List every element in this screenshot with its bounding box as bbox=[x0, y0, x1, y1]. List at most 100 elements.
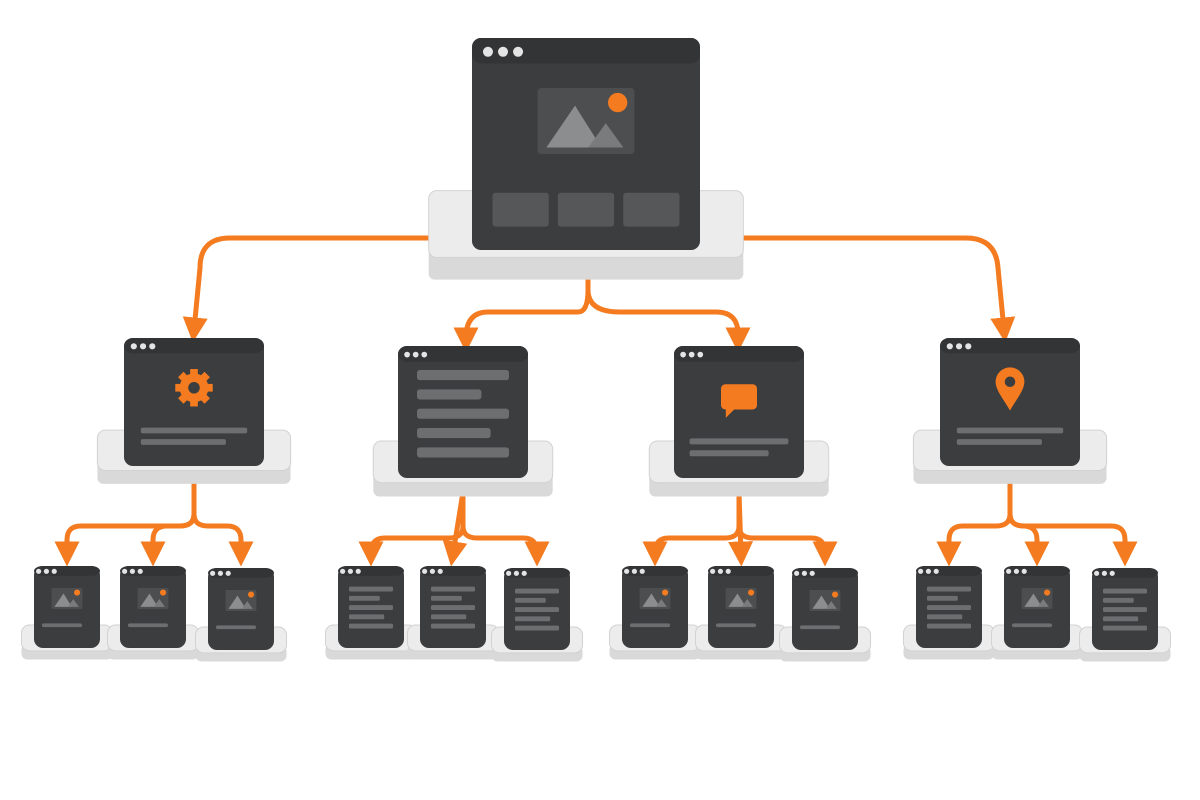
image-icon bbox=[725, 587, 757, 609]
window-dot bbox=[965, 343, 972, 350]
connector-branch-3-leaf-3 bbox=[736, 489, 838, 567]
leaf-node-4-2 bbox=[990, 566, 1084, 660]
window-dot bbox=[482, 46, 493, 57]
connector-branch-4-leaf-2 bbox=[1007, 477, 1050, 567]
window-dot bbox=[340, 568, 346, 574]
window-dot bbox=[639, 568, 645, 574]
leaf-node-1-1 bbox=[20, 566, 114, 660]
window-dot bbox=[688, 351, 695, 358]
text-lines-icon bbox=[431, 586, 475, 629]
leaf-node-3-3 bbox=[778, 568, 872, 662]
window-titlebar bbox=[472, 38, 700, 64]
leaf-node-4-1 bbox=[902, 566, 996, 660]
window-dot bbox=[347, 568, 354, 574]
window-dot bbox=[710, 568, 716, 574]
text-line bbox=[689, 438, 789, 445]
window-titlebar bbox=[420, 566, 486, 576]
window-titlebar bbox=[338, 566, 404, 576]
image-icon bbox=[537, 88, 635, 155]
text-lines-icon bbox=[515, 588, 559, 631]
window-dot bbox=[513, 570, 520, 576]
window-dot bbox=[794, 570, 800, 576]
window-titlebar bbox=[124, 338, 264, 354]
branch-node-2 bbox=[372, 346, 554, 497]
text-line bbox=[140, 427, 248, 434]
leaf-node-3-1 bbox=[608, 566, 702, 660]
text-line bbox=[41, 623, 83, 628]
window-titlebar bbox=[34, 566, 100, 576]
window-dot bbox=[217, 570, 224, 576]
connector-root-branch-1 bbox=[182, 235, 451, 343]
connector-branch-3-leaf-1 bbox=[642, 489, 742, 567]
window-titlebar bbox=[504, 568, 570, 578]
window-dot bbox=[139, 343, 147, 350]
window-titlebar bbox=[916, 566, 982, 576]
window-dot bbox=[521, 570, 527, 576]
window-frame bbox=[674, 346, 804, 478]
window-dot bbox=[355, 568, 361, 574]
window-titlebar bbox=[792, 568, 858, 578]
window-dot bbox=[933, 568, 939, 574]
window-dot bbox=[506, 570, 512, 576]
window-dot bbox=[513, 46, 524, 57]
gear-icon bbox=[175, 369, 213, 407]
window-dot bbox=[680, 351, 686, 358]
text-line bbox=[715, 623, 757, 628]
text-line bbox=[1011, 623, 1053, 628]
connector-layer bbox=[54, 235, 1138, 567]
window-dot bbox=[122, 568, 128, 574]
text-line bbox=[140, 439, 226, 445]
leaf-node-3-2 bbox=[694, 566, 788, 660]
window-titlebar bbox=[208, 568, 274, 578]
image-icon bbox=[137, 587, 169, 609]
leaf-node-2-3 bbox=[490, 568, 584, 662]
text-line bbox=[629, 623, 671, 628]
window-titlebar bbox=[674, 346, 804, 362]
root-page-node bbox=[428, 38, 744, 280]
window-dot bbox=[421, 351, 428, 358]
window-dot bbox=[1021, 568, 1027, 574]
window-titlebar bbox=[120, 566, 186, 576]
window-dot bbox=[225, 570, 231, 576]
window-dot bbox=[129, 568, 136, 574]
image-icon bbox=[225, 589, 257, 611]
connector-branch-4-leaf-3 bbox=[1007, 477, 1138, 567]
text-lines-icon bbox=[417, 370, 509, 458]
leaf-node-2-2 bbox=[406, 566, 500, 660]
window-titlebar bbox=[940, 338, 1080, 354]
window-dot bbox=[51, 568, 57, 574]
window-dot bbox=[624, 568, 630, 574]
branch-node-4 bbox=[912, 338, 1108, 484]
window-dot bbox=[137, 568, 143, 574]
window-dot bbox=[801, 570, 808, 576]
window-dot bbox=[1101, 570, 1108, 576]
branch-node-3 bbox=[648, 346, 830, 497]
text-line bbox=[215, 625, 257, 630]
window-titlebar bbox=[1004, 566, 1070, 576]
connector-branch-4-leaf-1 bbox=[936, 477, 1013, 567]
window-dot bbox=[809, 570, 815, 576]
image-icon bbox=[639, 587, 671, 609]
window-dot bbox=[422, 568, 428, 574]
text-line bbox=[956, 439, 1042, 445]
window-dot bbox=[1094, 570, 1100, 576]
window-dot bbox=[697, 351, 704, 358]
thumbnail-tile bbox=[492, 192, 549, 227]
window-dot bbox=[429, 568, 436, 574]
window-dot bbox=[1013, 568, 1020, 574]
connector-branch-2-leaf-1 bbox=[358, 489, 466, 567]
window-titlebar bbox=[1092, 568, 1158, 578]
connector-root-branch-3 bbox=[585, 287, 751, 353]
window-dot bbox=[497, 46, 509, 57]
window-dot bbox=[631, 568, 638, 574]
window-dot bbox=[918, 568, 924, 574]
window-titlebar bbox=[708, 566, 774, 576]
leaf-node-1-3 bbox=[194, 568, 288, 662]
window-dot bbox=[36, 568, 42, 574]
chat-bubble-icon bbox=[721, 384, 757, 418]
text-lines-icon bbox=[927, 586, 971, 629]
window-dot bbox=[437, 568, 443, 574]
window-titlebar bbox=[622, 566, 688, 576]
window-dot bbox=[404, 351, 410, 358]
